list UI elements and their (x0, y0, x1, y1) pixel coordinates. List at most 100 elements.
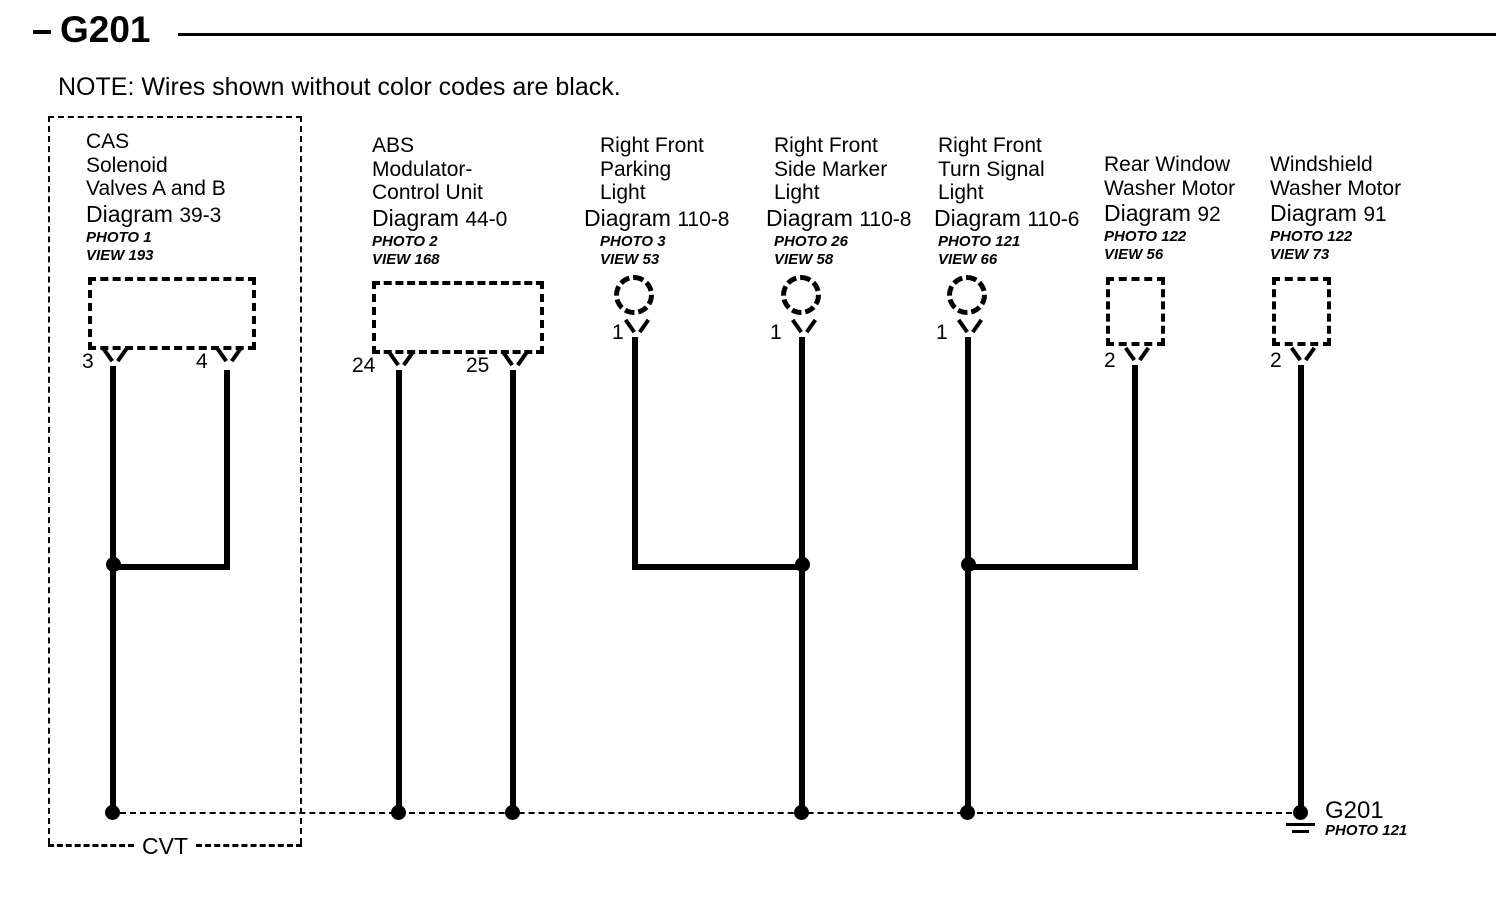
component-photo-ref: PHOTO 2 (372, 232, 438, 250)
component-diagram-ref: Diagram 92 (1104, 200, 1235, 228)
component-view-ref: VIEW 168 (372, 250, 440, 268)
component-name-line: Parking (600, 157, 672, 181)
header-dash-icon (33, 30, 51, 34)
cvt-top-edge (48, 116, 302, 118)
component-windshield-washer-motor: Windshield Washer Motor Diagram 91 PHOTO… (1270, 153, 1401, 264)
component-symbol-lamp-turn-signal (947, 275, 987, 315)
terminal-prong-left-icon (502, 351, 514, 367)
terminal-prong-left-icon (216, 347, 228, 363)
component-name-line: Control Unit (372, 181, 483, 204)
ground-junction-dot (1293, 805, 1308, 820)
wire-windshield-washer (1298, 365, 1304, 814)
cvt-bottom-edge-left (48, 844, 134, 847)
diagram-label: Diagram (372, 204, 459, 231)
component-symbol-box-windshield-washer (1272, 277, 1331, 346)
pin-label-1: 1 (936, 321, 948, 344)
terminal-prong-right-icon (1304, 346, 1316, 362)
wire-turn-signal-light (965, 337, 971, 814)
wire-cas-3 (110, 366, 116, 814)
component-rear-window-washer-motor: Rear Window Washer Motor Diagram 92 PHOT… (1104, 153, 1235, 264)
cvt-left-edge (48, 116, 50, 844)
terminal-cas-4 (214, 347, 242, 372)
terminal-prong-left-icon (957, 318, 969, 334)
component-view-ref: VIEW 58 (774, 250, 834, 268)
terminal-prong-right-icon (971, 318, 983, 334)
component-photo-ref: PHOTO 121 (938, 232, 1021, 250)
terminal-prong-left-icon (791, 318, 803, 334)
wire-parking-light (632, 337, 638, 570)
component-right-front-side-marker-light: Right Front Side Marker Light Diagram 11… (766, 134, 911, 269)
wire-rear-washer-branch (965, 564, 1138, 570)
terminal-prong-right-icon (516, 351, 528, 367)
pin-label-24: 24 (352, 354, 376, 377)
diagram-label: Diagram (1104, 200, 1191, 226)
component-right-front-parking-light: Right Front Parking Light Diagram 110-8 … (584, 134, 730, 269)
component-name-line: Right Front (938, 134, 1042, 157)
terminal-prong-right-icon (116, 347, 128, 363)
ground-bus-line (110, 812, 1302, 814)
terminal-prong-right-icon (402, 351, 414, 367)
terminal-prong-right-icon (805, 318, 817, 334)
header-rule (178, 33, 1496, 36)
component-name-line: Right Front (774, 134, 878, 157)
terminal-prong-left-icon (1124, 346, 1136, 362)
ground-label: G201 (1325, 797, 1384, 824)
component-right-front-turn-signal-light: Right Front Turn Signal Light Diagram 11… (934, 134, 1079, 269)
component-photo-ref: PHOTO 122 (1104, 228, 1187, 245)
terminal-prong-left-icon (102, 347, 114, 363)
diagram-label: Diagram (766, 204, 853, 231)
wire-rear-washer (1132, 365, 1138, 570)
diagram-number: 39-3 (179, 203, 222, 227)
component-diagram-ref: Diagram 110-6 (934, 205, 1079, 233)
component-symbol-box-cas (88, 277, 256, 350)
component-symbol-box-abs (372, 281, 544, 354)
junction-dot-bus-abs-25 (505, 805, 520, 820)
diagram-number: 110-6 (1027, 207, 1080, 231)
terminal-prong-right-icon (638, 318, 650, 334)
cvt-bottom-edge-right (196, 844, 302, 847)
junction-dot-cas (106, 557, 121, 572)
diagram-number: 110-8 (859, 207, 912, 231)
component-name-line: Modulator- (372, 157, 473, 181)
component-diagram-ref: Diagram 110-8 (766, 205, 911, 233)
component-view-ref: VIEW 56 (1104, 246, 1164, 263)
pin-label-25: 25 (466, 354, 490, 377)
wire-abs-24 (396, 370, 402, 814)
pin-label-2: 2 (1104, 349, 1116, 372)
pin-label-3: 3 (82, 350, 94, 373)
page-header: G201 (0, 0, 1504, 60)
component-name-line: ABS (372, 134, 415, 157)
diagram-note: NOTE: Wires shown without color codes ar… (58, 73, 621, 101)
diagram-number: 110-8 (677, 207, 730, 231)
junction-dot-bus-abs-24 (391, 805, 406, 820)
component-name-line: Valves A and B (86, 177, 226, 200)
diagram-number: 91 (1363, 203, 1387, 226)
component-symbol-lamp-side-marker (781, 275, 821, 315)
component-photo-ref: PHOTO 122 (1270, 228, 1353, 245)
diagram-label: Diagram (934, 204, 1021, 231)
wire-parking-light-branch (632, 564, 804, 570)
ground-photo-ref: PHOTO 121 (1325, 822, 1408, 839)
terminal-prong-left-icon (388, 351, 400, 367)
component-photo-ref: PHOTO 1 (86, 228, 152, 246)
pin-label-1: 1 (612, 321, 624, 344)
terminal-prong-right-icon (230, 347, 242, 363)
diagram-label: Diagram (1270, 200, 1357, 226)
cvt-label: CVT (142, 833, 188, 859)
component-symbol-box-rear-washer (1106, 277, 1165, 346)
component-name-line: Side Marker (774, 157, 888, 181)
component-name-line: Light (774, 181, 820, 204)
pin-label-1: 1 (770, 321, 782, 344)
junction-dot-bus-side-marker (794, 805, 809, 820)
terminal-prong-left-icon (1290, 346, 1302, 362)
cvt-right-edge (300, 116, 302, 844)
terminal-prong-left-icon (624, 318, 636, 334)
component-photo-ref: PHOTO 3 (600, 232, 666, 250)
component-abs-modulator-control-unit: ABS Modulator- Control Unit Diagram 44-0… (372, 134, 507, 269)
diagram-label: Diagram (86, 200, 173, 227)
component-name-line: Washer Motor (1104, 176, 1236, 200)
component-name-line: CAS (86, 130, 130, 153)
component-diagram-ref: Diagram 91 (1270, 200, 1401, 228)
ground-bar-long-icon (1286, 823, 1315, 826)
